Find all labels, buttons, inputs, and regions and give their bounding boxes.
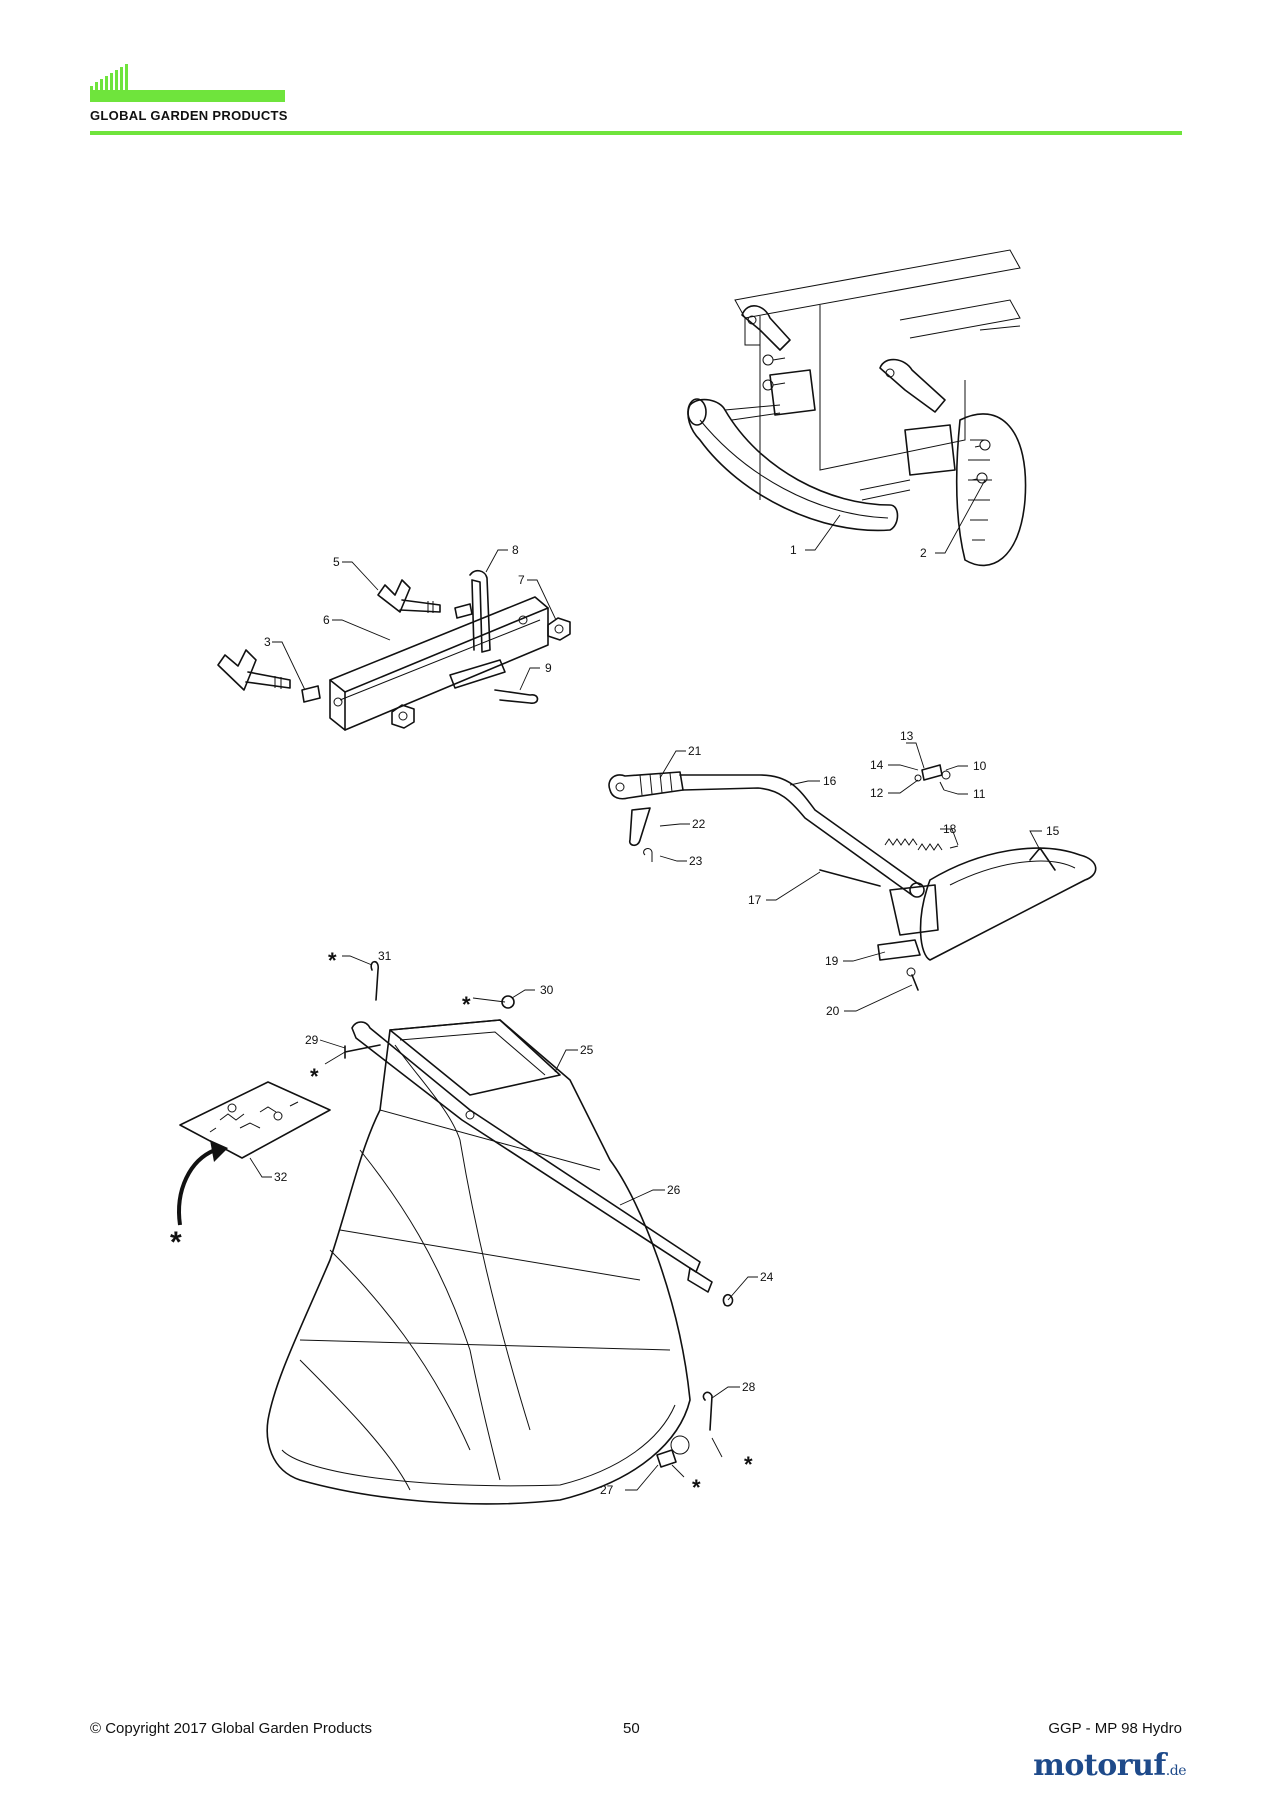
watermark-name: motoruf bbox=[1033, 1748, 1166, 1783]
callout-1: 1 bbox=[790, 543, 797, 557]
asterisk-30: * bbox=[462, 992, 471, 1017]
callout-25: 25 bbox=[580, 1043, 594, 1057]
callout-18: 18 bbox=[943, 822, 957, 836]
callout-15: 15 bbox=[1046, 824, 1060, 838]
callout-31: 31 bbox=[378, 949, 392, 963]
brand-logo-graphic bbox=[90, 64, 285, 102]
callout-12: 12 bbox=[870, 786, 884, 800]
asterisk-28: * bbox=[744, 1452, 753, 1477]
deflector-lever-assembly bbox=[608, 742, 1097, 1012]
callout-19: 19 bbox=[825, 954, 839, 968]
brand-name: GLOBAL GARDEN PRODUCTS bbox=[90, 108, 288, 123]
callout-8: 8 bbox=[512, 543, 519, 557]
callout-26: 26 bbox=[667, 1183, 681, 1197]
callout-16: 16 bbox=[823, 774, 837, 788]
callout-10: 10 bbox=[973, 759, 987, 773]
callout-27: 27 bbox=[600, 1483, 614, 1497]
callout-30: 30 bbox=[540, 983, 554, 997]
callout-32: 32 bbox=[274, 1170, 288, 1184]
callout-28: 28 bbox=[742, 1380, 756, 1394]
model-name: GGP - MP 98 Hydro bbox=[1048, 1720, 1182, 1737]
callout-13: 13 bbox=[900, 729, 914, 743]
callout-24: 24 bbox=[760, 1270, 774, 1284]
callout-29: 29 bbox=[305, 1033, 319, 1047]
asterisk-31: * bbox=[328, 948, 337, 973]
callout-14: 14 bbox=[870, 758, 884, 772]
callout-11: 11 bbox=[973, 787, 986, 801]
callout-20: 20 bbox=[826, 1004, 840, 1018]
tow-bar-assembly bbox=[217, 549, 571, 731]
watermark-logo: motoruf.de bbox=[1033, 1748, 1186, 1783]
callout-17: 17 bbox=[748, 893, 762, 907]
copyright-text: © Copyright 2017 Global Garden Products bbox=[90, 1720, 373, 1737]
callout-21: 21 bbox=[688, 744, 702, 758]
grass-catcher-assembly bbox=[177, 955, 758, 1505]
asterisk-32: * bbox=[170, 1226, 182, 1259]
callout-9: 9 bbox=[545, 661, 552, 675]
callout-7: 7 bbox=[518, 573, 525, 587]
asterisk-27: * bbox=[692, 1475, 701, 1500]
page-number: 50 bbox=[623, 1720, 640, 1737]
asterisk-29: * bbox=[310, 1064, 319, 1089]
callout-23: 23 bbox=[689, 854, 703, 868]
callout-2: 2 bbox=[920, 546, 927, 560]
header-divider bbox=[90, 131, 1182, 135]
callout-6: 6 bbox=[323, 613, 330, 627]
callout-22: 22 bbox=[692, 817, 706, 831]
bumper-assembly bbox=[687, 249, 1027, 567]
callout-3: 3 bbox=[264, 635, 271, 649]
watermark-suffix: .de bbox=[1165, 1763, 1187, 1779]
callout-5: 5 bbox=[333, 555, 340, 569]
